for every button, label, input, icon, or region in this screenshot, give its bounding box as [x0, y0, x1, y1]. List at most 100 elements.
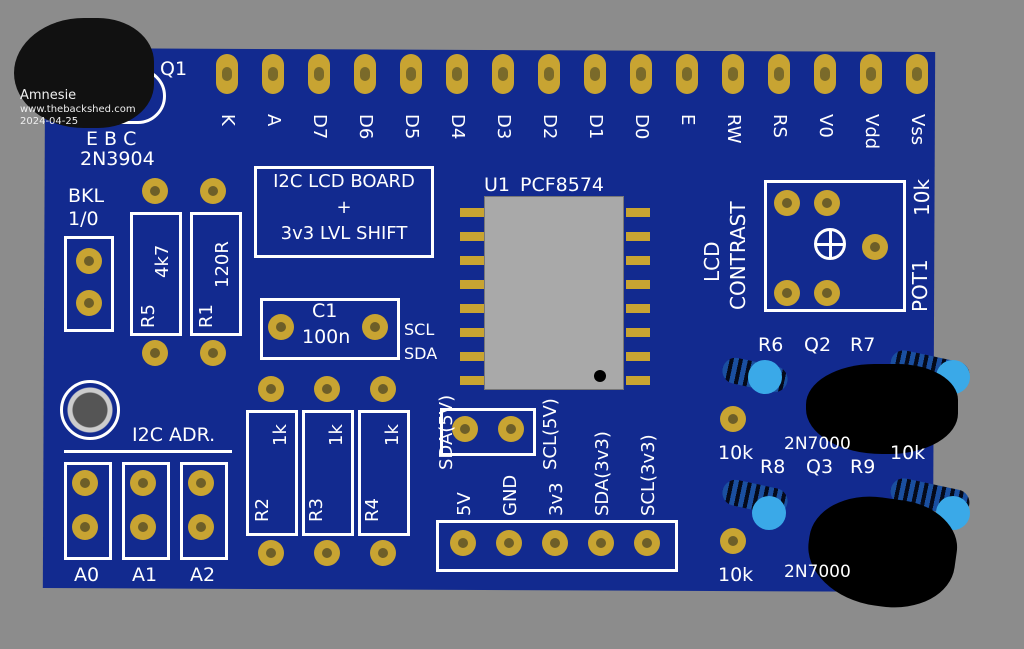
pad [774, 280, 800, 306]
address-jumper[interactable] [180, 462, 228, 560]
bkl-label: BKL [68, 185, 105, 207]
pad [76, 248, 102, 274]
pad [258, 376, 284, 402]
i2c-connector[interactable] [436, 520, 678, 572]
r5-outline [130, 212, 182, 336]
r5-ref: R5 [138, 304, 159, 328]
r4-ref: R4 [362, 498, 383, 522]
header-pin [768, 54, 790, 94]
q1-pins: E B C [86, 128, 137, 150]
i2c-5v-header[interactable] [440, 408, 536, 456]
header-pin-label: D4 [447, 114, 468, 140]
pot1-ref: POT1 [908, 259, 932, 312]
header-pin [400, 54, 422, 94]
header-pin [354, 54, 376, 94]
u1-pad [460, 328, 484, 337]
pad [200, 340, 226, 366]
r2-value: 1k [270, 424, 291, 446]
connector-pin-label: GND [500, 474, 521, 516]
header-pin [906, 54, 928, 94]
header-pin [216, 54, 238, 94]
r4-value: 1k [382, 424, 403, 446]
r7-value: 10k [890, 442, 926, 464]
header-pin [492, 54, 514, 94]
pot1-value: 10k [910, 178, 934, 216]
header-pin [814, 54, 836, 94]
q1-part: 2N3904 [80, 148, 155, 170]
header-pin [446, 54, 468, 94]
watermark-site: www.thebackshed.com [20, 104, 136, 115]
pot-label-2: CONTRAST [726, 201, 750, 310]
r3-value: 1k [326, 424, 347, 446]
watermark-date: 2024-04-25 [20, 116, 79, 127]
r5-value: 4k7 [152, 244, 173, 278]
q3-ref: Q3 [806, 456, 834, 478]
header-pin-label: A [263, 114, 284, 127]
pad [588, 530, 614, 556]
pad [814, 280, 840, 306]
header-pin-label: Vss [907, 114, 928, 146]
c1-value: 100n [302, 326, 351, 348]
pad [142, 178, 168, 204]
pad [362, 314, 388, 340]
header-pin-label: D1 [585, 114, 606, 140]
u1-pad [626, 232, 650, 241]
header-pin-label: Vdd [861, 114, 882, 150]
r6-ref: R6 [758, 334, 784, 356]
u1-pad [460, 352, 484, 361]
u1-pin1-dot [594, 370, 606, 382]
title-line-2: + [336, 197, 352, 218]
pad [862, 234, 888, 260]
pad [370, 376, 396, 402]
header-pin-label: E [677, 114, 698, 126]
bkl-jumper[interactable] [64, 236, 114, 332]
pad [496, 530, 522, 556]
header-pin-label: D3 [493, 114, 514, 140]
pad [314, 376, 340, 402]
r8-value: 10k [718, 564, 754, 586]
q1-ref: Q1 [160, 58, 188, 80]
u1-pad [626, 328, 650, 337]
u1-pad [626, 352, 650, 361]
watermark-author: Amnesie [20, 88, 77, 103]
pad [314, 540, 340, 566]
r4-outline [358, 410, 410, 536]
r7-ref: R7 [850, 334, 876, 356]
header-pin-label: V0 [815, 114, 836, 138]
header-pin [630, 54, 652, 94]
q1-transistor-body [14, 18, 154, 128]
bkl-label-2: 1/0 [68, 208, 99, 230]
watermark: Amnesie www.thebackshed.com 2024-04-25 [20, 88, 136, 128]
q2-transistor-body [806, 364, 958, 454]
pad [814, 190, 840, 216]
header-pin-label: RS [769, 114, 790, 138]
pot-adjust-icon [814, 228, 846, 260]
u1-pad [460, 280, 484, 289]
pad [142, 340, 168, 366]
header-pin-label: RW [723, 114, 744, 144]
u1-pad [460, 256, 484, 265]
q3-part: 2N7000 [784, 562, 851, 582]
address-jumper[interactable] [64, 462, 112, 560]
r1-value: 120R [212, 241, 233, 288]
u1-pad [626, 280, 650, 289]
pot1-outline[interactable] [764, 180, 906, 312]
pad [268, 314, 294, 340]
c1-outline [260, 298, 400, 360]
header-pin-label: D0 [631, 114, 652, 140]
header-pin-label: K [217, 114, 238, 126]
u1-pad [460, 376, 484, 385]
r6-end [748, 360, 782, 394]
u1-pad [460, 232, 484, 241]
c1-ref: C1 [312, 300, 338, 322]
r3-outline [302, 410, 354, 536]
q2-ref: Q2 [804, 334, 832, 356]
header-pin [584, 54, 606, 94]
address-jumper[interactable] [122, 462, 170, 560]
address-jumper-label: A2 [190, 564, 216, 586]
pad [774, 190, 800, 216]
pad [634, 530, 660, 556]
scl-5v-label: SCL(5V) [540, 398, 561, 470]
sda-5v-label: SDA(5V) [436, 394, 457, 470]
connector-pin-label: SCL(3v3) [638, 434, 659, 516]
